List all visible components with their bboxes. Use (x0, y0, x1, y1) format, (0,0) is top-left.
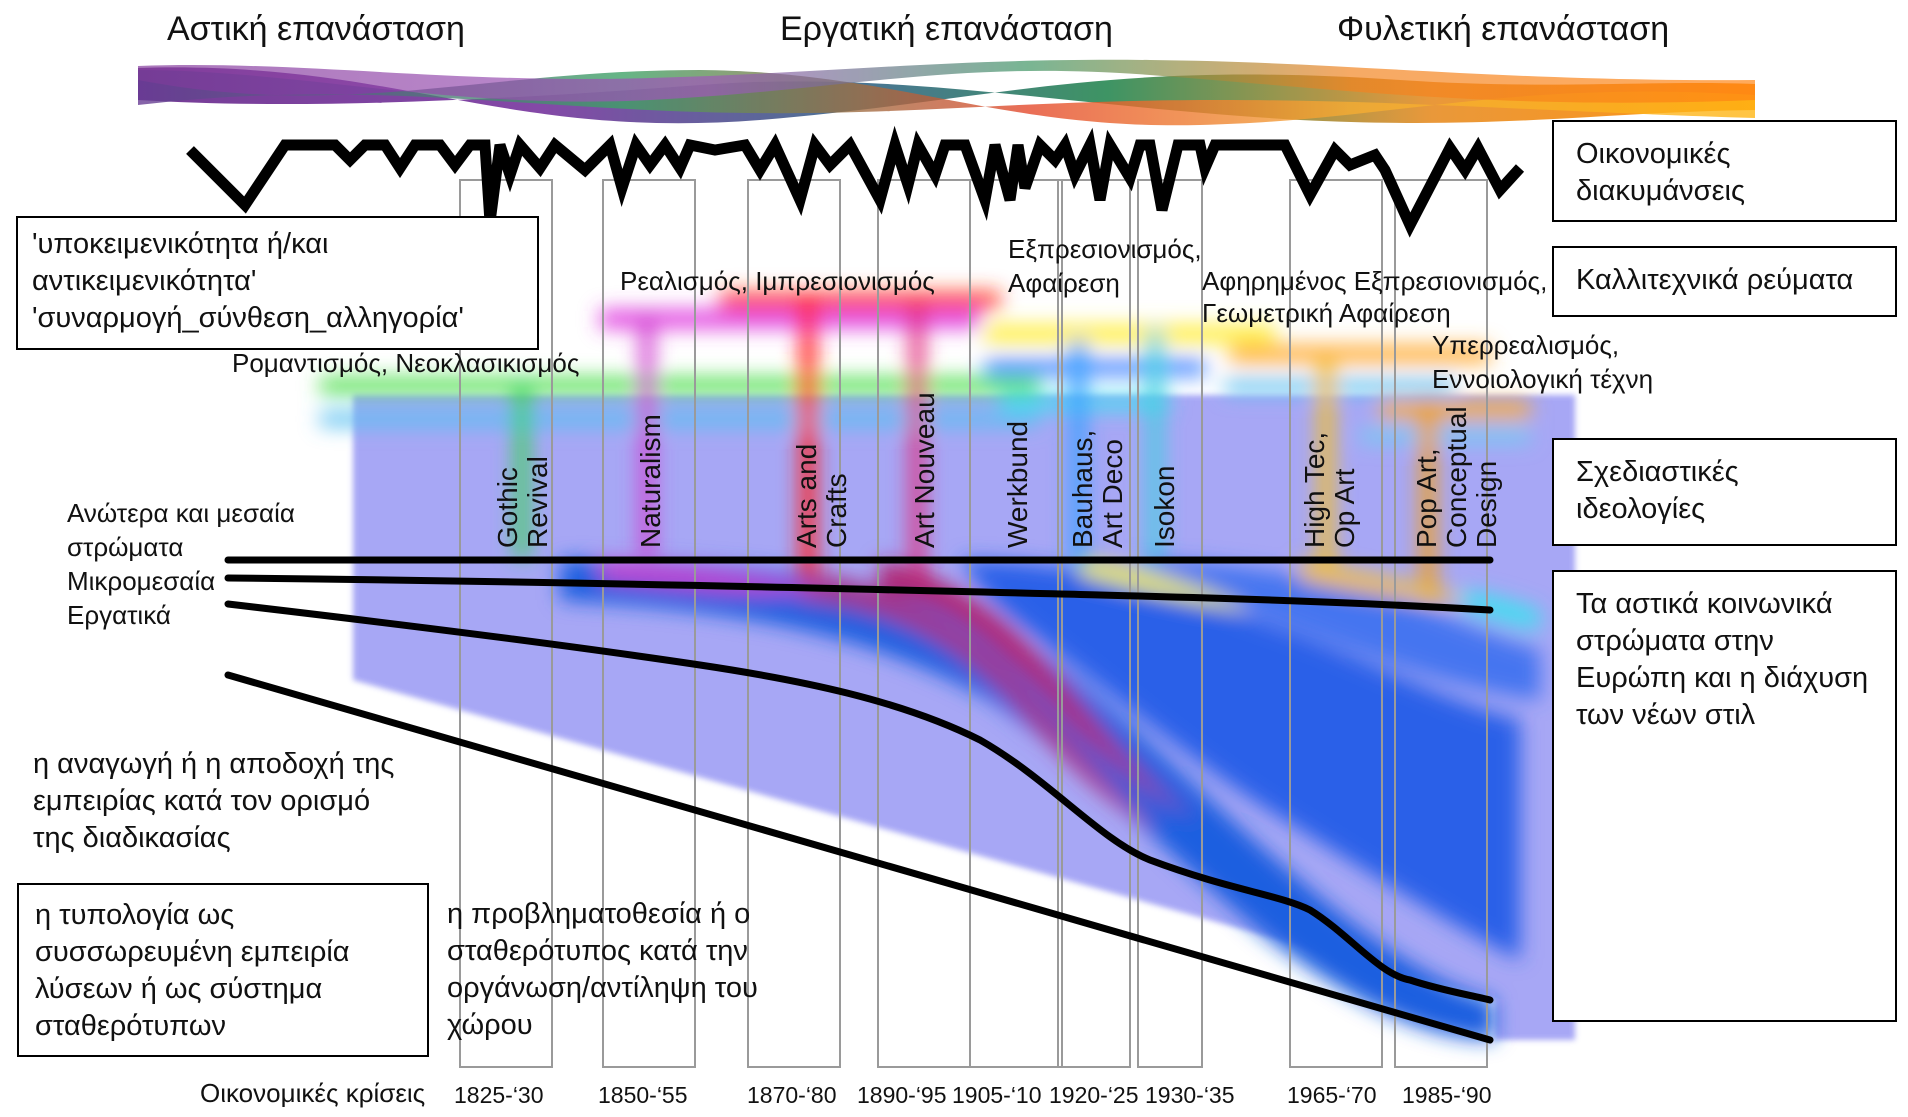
strata-upper-label-1: Ανώτερα και μεσαία (67, 498, 295, 528)
revolutions-ribbon (138, 59, 1755, 126)
crises-label: Οικονομικές κρίσεις (200, 1078, 426, 1108)
legend-design-text: Σχεδιαστικές ιδεολογίες (1576, 456, 1739, 525)
economic-fluctuations-line (186, 125, 1525, 238)
art-movement-conceptual-art: Εννοιολογική τέχνη (1432, 364, 1654, 394)
art-movement-abstraction: Αφαίρεση (1008, 268, 1120, 298)
reduction-note-1: η αναγωγή ή η αποδοχή της (33, 748, 395, 780)
art-movement-surrealism: Υπερρεαλισμός, (1432, 330, 1620, 360)
diffusion-blob (560, 560, 1540, 1040)
working-revolution-label: Εργατική επανάσταση (780, 10, 1113, 48)
design-art-nouveau: Art Nouveau (909, 392, 940, 548)
crisis-period-6: 1920-‘25 (1049, 1082, 1139, 1108)
legend-artistic-box: Καλλιτεχνικά ρεύματα (1552, 246, 1897, 317)
concept-line-3: 'συναρμογή_σύνθεση_αλληγορία' (32, 302, 464, 334)
design-werkbund: Werkbund (1002, 420, 1033, 548)
crisis-period-7: 1930-‘35 (1145, 1082, 1235, 1108)
problem-note-1: η προβληματοθεσία ή ο (447, 898, 751, 930)
strata-upper-label-2: στρώματα (67, 532, 184, 562)
art-movement-expressionism: Εξπρεσιονισμός, (1008, 234, 1202, 264)
legend-social-box: Τα αστικά κοινωνικά στρώματα στην Ευρώπη… (1552, 570, 1897, 1022)
reduction-note-3: της διαδικασίας (33, 822, 231, 854)
strata-working-label: Εργατικά (67, 600, 171, 630)
art-movement-geometric-abstraction: Γεωμετρική Αφαίρεση (1202, 298, 1451, 328)
concept-line-1: 'υποκειμενικότητα ή/και (32, 228, 329, 260)
strata-lines (224, 556, 1494, 1044)
concept-line-2: αντικειμενικότητα' (32, 265, 257, 297)
design-pop-art-conceptual-design: Pop Art, Conceptual Design (1411, 406, 1502, 548)
typology-line-4: σταθερότυπων (35, 1010, 227, 1042)
typology-box: η τυπολογία ως συσσωρευμένη εμπειρία λύσ… (17, 883, 429, 1057)
typology-line-2: συσσωρευμένη εμπειρία (35, 936, 350, 968)
legend-artistic-text: Καλλιτεχνικά ρεύματα (1576, 264, 1854, 296)
concept-box: 'υποκειμενικότητα ή/και αντικειμενικότητ… (16, 216, 539, 350)
design-naturalism: Naturalism (635, 414, 666, 548)
crisis-period-3: 1870-‘80 (747, 1082, 837, 1108)
problem-note-2: σταθερότυπος κατά την (447, 935, 748, 967)
typology-line-1: η τυπολογία ως (35, 899, 235, 931)
design-arts-and-crafts: Arts and Crafts (791, 443, 852, 548)
legend-economic-text: Οικονομικές διακυμάνσεις (1576, 138, 1745, 207)
crisis-period-1: 1825-‘30 (454, 1082, 544, 1108)
crisis-period-8: 1965-‘70 (1287, 1082, 1377, 1108)
crisis-period-2: 1850-‘55 (598, 1082, 688, 1108)
tribal-revolution-label: Φυλετική επανάσταση (1337, 10, 1670, 48)
strata-lower-middle-label: Μικρομεσαία (67, 566, 216, 596)
crisis-period-9: 1985-‘90 (1402, 1082, 1492, 1108)
typology-line-3: λύσεων ή ως σύστημα (35, 973, 323, 1005)
art-movement-abstract-expressionism: Αφηρημένος Εξπρεσιονισμός, (1202, 266, 1548, 296)
problem-note-4: χώρου (447, 1009, 533, 1041)
crisis-period-5: 1905-‘10 (952, 1082, 1042, 1108)
design-bauhaus-art-deco: Bauhaus, Art Deco (1067, 429, 1128, 548)
legend-design-box: Σχεδιαστικές ιδεολογίες (1552, 438, 1897, 546)
reduction-note-2: εμπειρίας κατά τον ορισμό (33, 785, 371, 817)
art-movement-realism: Ρεαλισμός, Ιμπρεσιονισμός (620, 266, 935, 296)
design-high-tec-op-art: High Tec, Op Art (1299, 431, 1360, 548)
crisis-period-4: 1890-‘95 (857, 1082, 947, 1108)
bourgeois-revolution-label: Αστική επανάσταση (167, 10, 465, 48)
design-gothic-revival: Gothic Revival (492, 456, 553, 548)
legend-economic-box: Οικονομικές διακυμάνσεις (1552, 120, 1897, 222)
design-isokon: Isokon (1149, 465, 1180, 549)
problem-note-3: οργάνωση/αντίληψη του (447, 972, 758, 1004)
art-movement-romanticism: Ρομαντισμός, Νεοκλασικισμός (232, 348, 580, 378)
legend-social-text: Τα αστικά κοινωνικά στρώματα στην Ευρώπη… (1576, 588, 1869, 731)
